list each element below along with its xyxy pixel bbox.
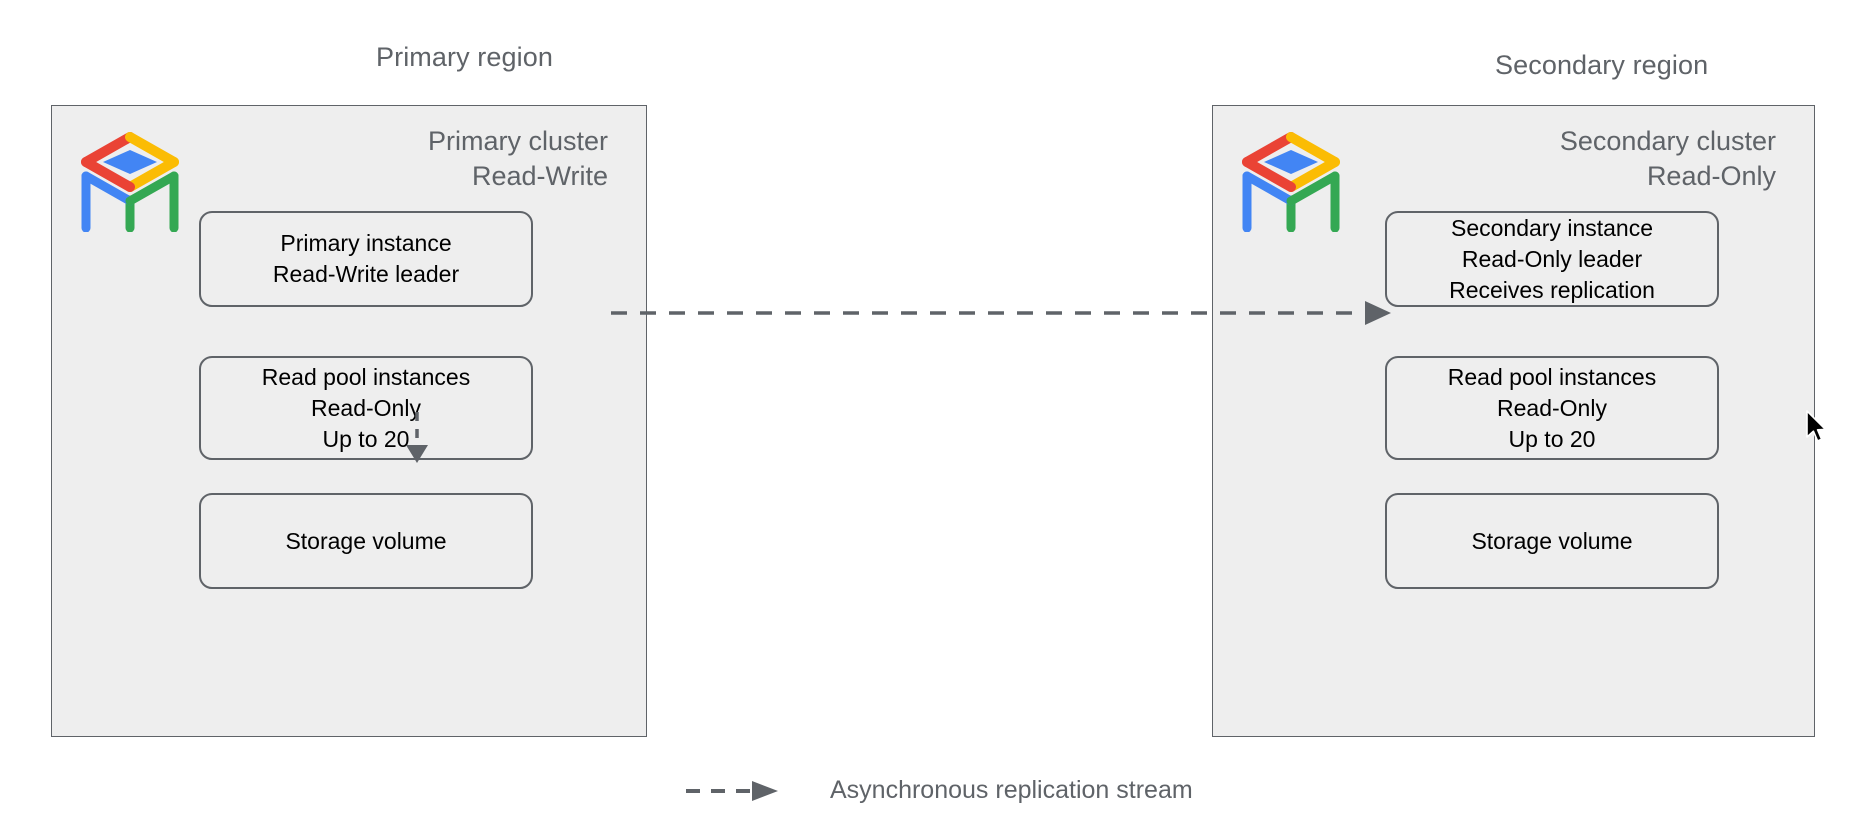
node-secondary-storage-volume[interactable]: Storage volume bbox=[1385, 493, 1719, 589]
secondary-cluster-container: Secondary cluster Read-Only Secondary in… bbox=[1212, 105, 1815, 737]
mouse-pointer-icon bbox=[1806, 410, 1827, 442]
primary-cluster-container: Primary cluster Read-Write Primary insta… bbox=[51, 105, 647, 737]
alloydb-logo-icon bbox=[1242, 132, 1340, 232]
primary-region-caption: Primary region bbox=[376, 42, 553, 72]
secondary-region-caption: Secondary region bbox=[1495, 50, 1709, 80]
primary-cluster-title: Primary cluster Read-Write bbox=[427, 126, 608, 191]
legend: Asynchronous replication stream bbox=[684, 776, 1193, 805]
legend-label: Asynchronous replication stream bbox=[830, 776, 1193, 804]
node-primary-read-pool-instances[interactable]: Read pool instances Read-Only Up to 20 bbox=[199, 356, 533, 460]
secondary-cluster-title: Secondary cluster Read-Only bbox=[1559, 126, 1776, 191]
node-secondary-read-pool-instances[interactable]: Read pool instances Read-Only Up to 20 bbox=[1385, 356, 1719, 460]
node-secondary-instance[interactable]: Secondary instance Read-Only leader Rece… bbox=[1385, 211, 1719, 307]
legend-dashed-arrow-icon bbox=[686, 780, 778, 801]
node-primary-instance[interactable]: Primary instance Read-Write leader bbox=[199, 211, 533, 307]
node-primary-storage-volume[interactable]: Storage volume bbox=[199, 493, 533, 589]
alloydb-logo-icon bbox=[81, 132, 179, 232]
